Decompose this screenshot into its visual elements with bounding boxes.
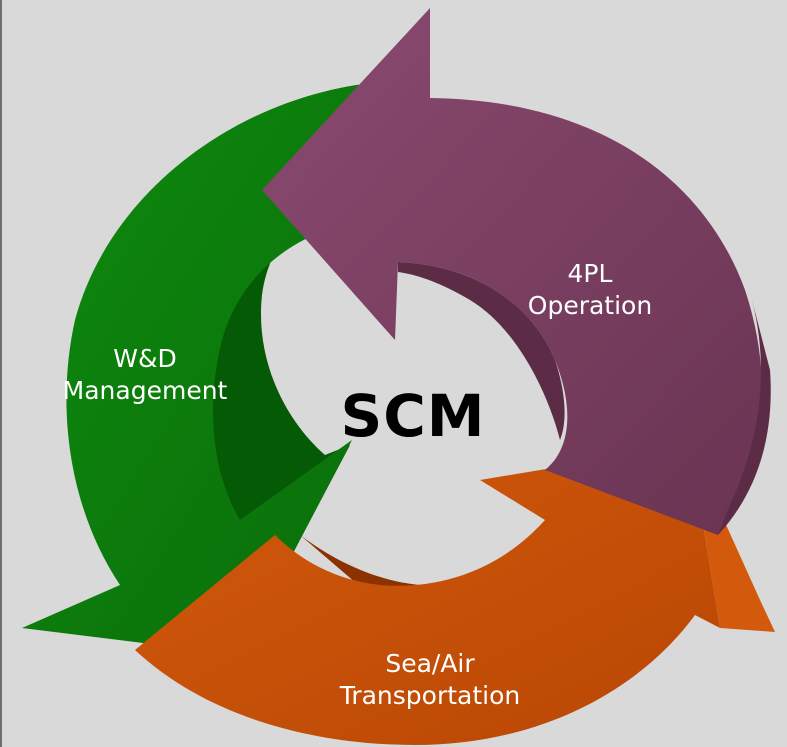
- 4pl-operation-label: 4PL Operation: [520, 258, 660, 322]
- 4pl-arrow-tail-shadow: [718, 300, 771, 535]
- wd-label-line-1: W&D: [113, 344, 177, 373]
- sea-air-arrow-shadow: [300, 535, 500, 597]
- sea-air-arrow-body: [135, 445, 720, 745]
- wd-arrow: [22, 82, 410, 655]
- 4pl-arrow-inner-shade: [398, 262, 565, 440]
- 4pl-label-line-2: Operation: [527, 291, 653, 320]
- sea-air-label-line-2: Transportation: [339, 681, 521, 710]
- sea-air-arrow-tip: [690, 445, 775, 632]
- sea-air-label-line-1: Sea/Air: [385, 649, 475, 678]
- 4pl-arrow-body: [262, 8, 763, 535]
- left-border: [0, 0, 2, 747]
- wd-management-label: W&D Management: [50, 343, 240, 407]
- wd-label-line-2: Management: [62, 376, 228, 405]
- wd-arrow-body: [22, 82, 380, 655]
- sea-air-transportation-label: Sea/Air Transportation: [320, 648, 540, 712]
- sea-air-arrow: [135, 440, 775, 745]
- scm-center-label: SCM: [340, 382, 486, 450]
- 4pl-label-line-1: 4PL: [567, 259, 613, 288]
- 4pl-arrow: [262, 8, 771, 535]
